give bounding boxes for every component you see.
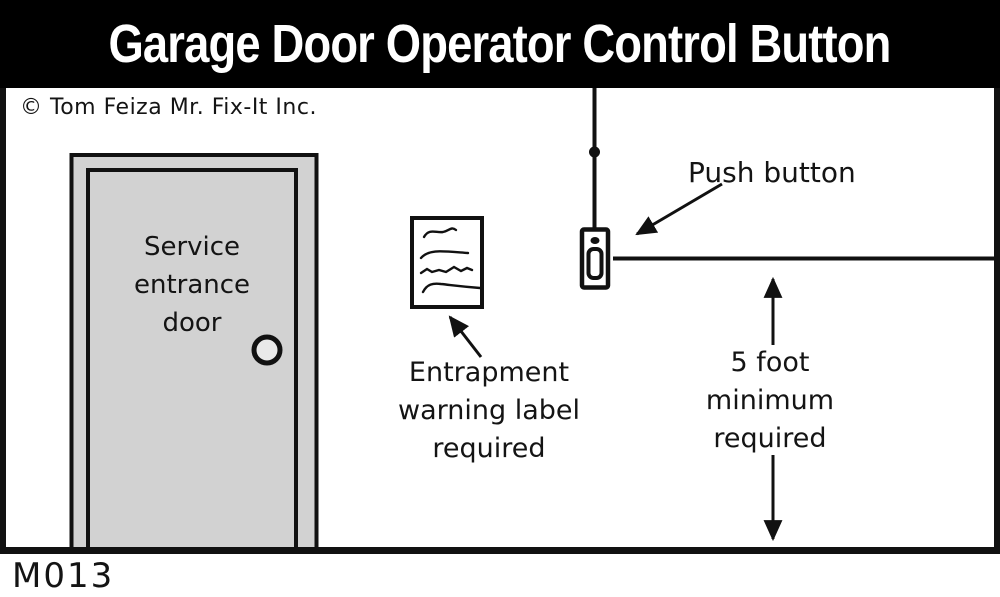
- entrapment-warning-line2: warning label: [398, 395, 580, 426]
- frame-border-right: [994, 88, 1000, 554]
- copyright-text: © Tom Feiza Mr. Fix-It Inc.: [20, 95, 317, 120]
- push-button-slot: [586, 247, 604, 280]
- push-button-dot: [590, 237, 600, 244]
- service-door-label-line1: Service: [143, 232, 241, 262]
- entrapment-warning-line1: Entrapment: [408, 357, 570, 388]
- entrapment-warning-label-text: Entrapment warning label required: [389, 354, 589, 468]
- clearance-line3: required: [713, 423, 827, 454]
- warning-label-arrow: [448, 315, 483, 358]
- figure-id: M013: [12, 556, 115, 596]
- service-door-label: Service entrance door: [92, 228, 292, 342]
- page-title: Garage Door Operator Control Button: [108, 14, 892, 74]
- push-button-label: Push button: [688, 156, 856, 189]
- clearance-line1: 5 foot: [730, 347, 810, 378]
- frame-border-left: [0, 88, 6, 554]
- warning-label-icon: [410, 216, 484, 309]
- service-door-label-line3: door: [162, 308, 222, 338]
- wire-junction-dot: [589, 146, 600, 158]
- floor-line: [0, 547, 1000, 554]
- clearance-line2: minimum: [705, 385, 835, 416]
- title-bar: Garage Door Operator Control Button: [0, 0, 1000, 88]
- service-door-label-line2: entrance: [133, 270, 251, 300]
- warning-label-scribble-lines: [419, 227, 482, 294]
- clearance-label: 5 foot minimum required: [670, 344, 870, 458]
- door-knob-icon: [251, 334, 283, 366]
- push-button-arrow: [635, 182, 723, 236]
- entrapment-warning-line3: required: [432, 433, 546, 464]
